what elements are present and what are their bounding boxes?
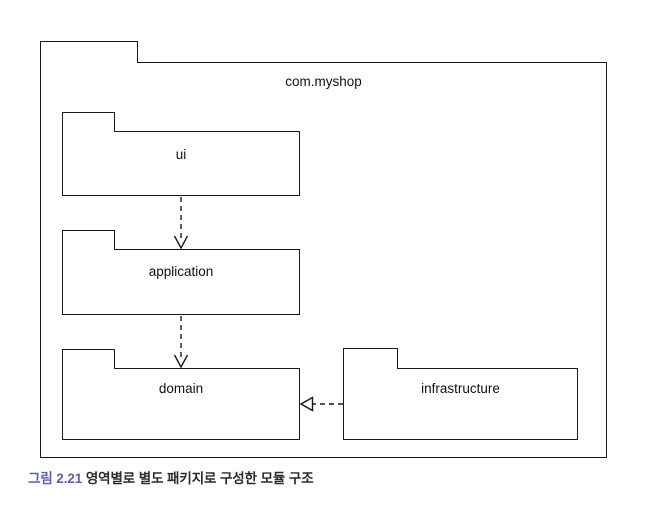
package-tab-domain	[62, 349, 115, 369]
package-body-infrastructure	[343, 368, 578, 440]
package-body-application	[62, 249, 300, 315]
package-label-infrastructure: infrastructure	[421, 381, 500, 396]
package-label-com-myshop: com.myshop	[285, 74, 362, 89]
package-tab-com-myshop	[40, 41, 138, 63]
package-label-application: application	[148, 264, 214, 279]
package-tab-infrastructure	[343, 348, 398, 369]
package-tab-ui	[62, 112, 115, 132]
package-tab-application	[62, 230, 115, 250]
package-label-ui: ui	[175, 147, 187, 162]
package-body-domain	[62, 368, 300, 440]
figure-caption-text: 영역별로 별도 패키지로 구성한 모듈 구조	[85, 471, 314, 486]
figure-caption-number: 그림 2.21	[28, 471, 86, 486]
figure-caption: 그림 2.21 영역별로 별도 패키지로 구성한 모듈 구조	[28, 470, 314, 488]
package-body-ui	[62, 131, 300, 196]
package-label-domain: domain	[158, 381, 204, 396]
